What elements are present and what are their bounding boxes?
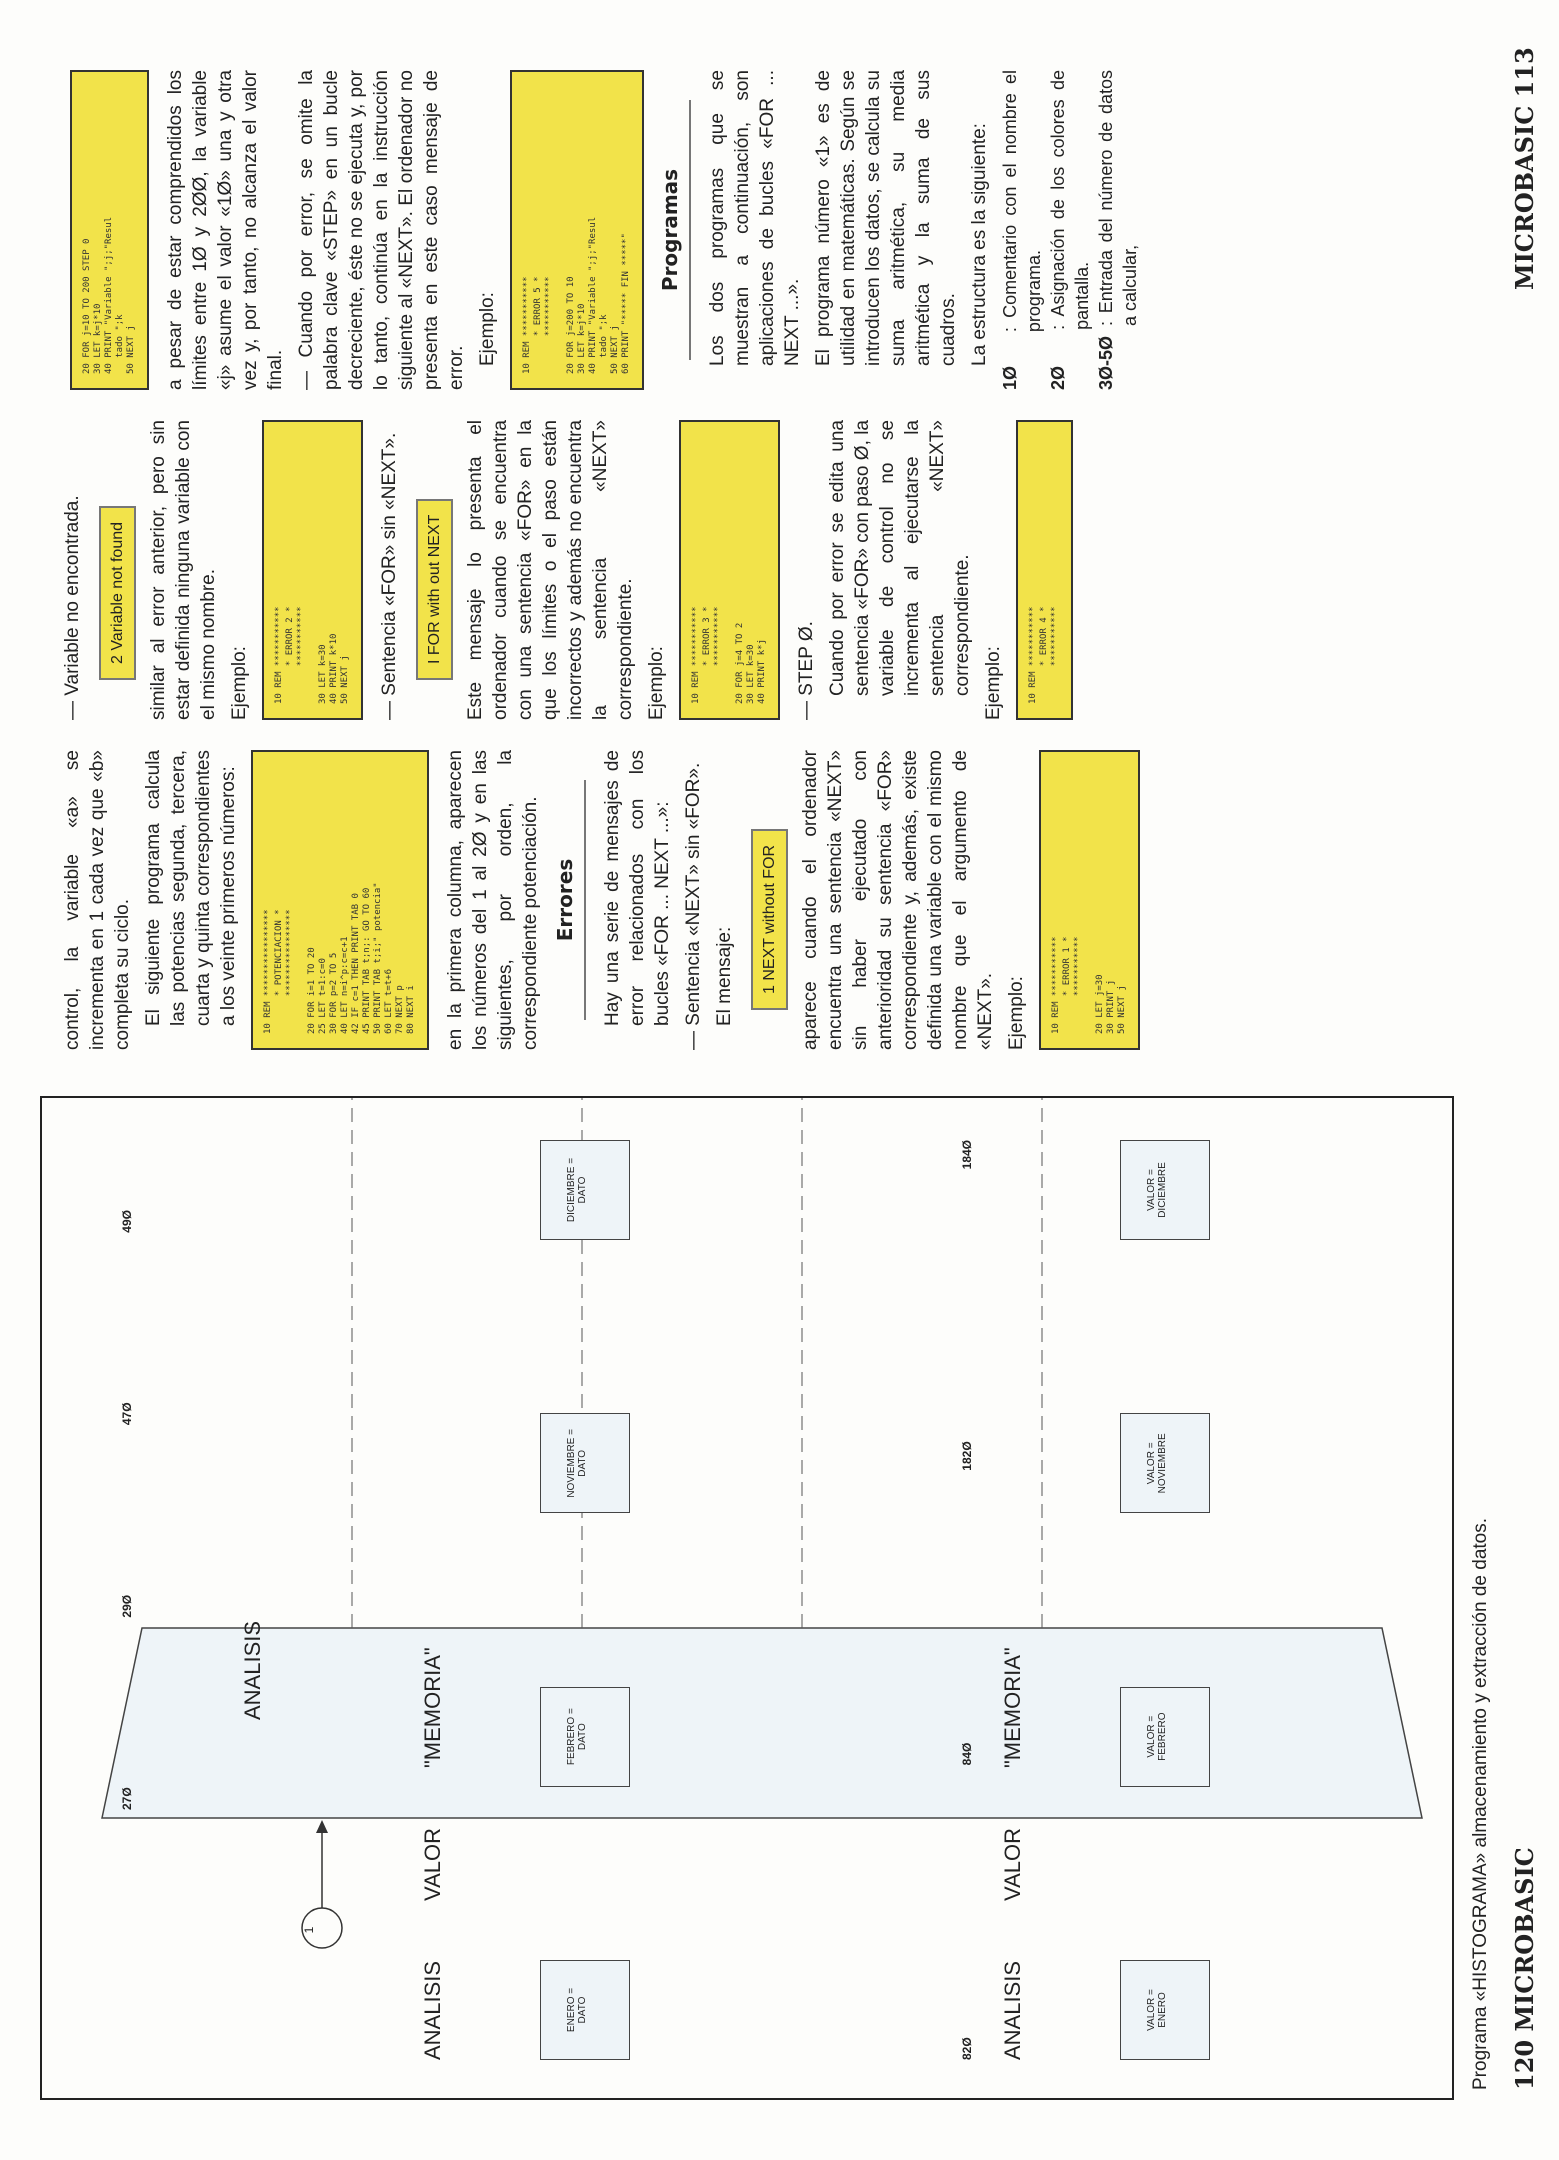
line-number: 182Ø: [960, 1441, 974, 1471]
example-label: Ejemplo:: [646, 646, 667, 720]
paragraph: El siguiente programa calcula las potenc…: [143, 750, 239, 1026]
example-label: Ejemplo:: [1006, 976, 1027, 1050]
connector-in-top: 1: [302, 1926, 316, 1934]
histograma-flowchart: [101, 1098, 1423, 1949]
line-number: 47Ø: [120, 1402, 134, 1426]
label-valor: VALOR: [1000, 1828, 1025, 1901]
running-head: MICROBASIC: [1510, 105, 1539, 290]
example-label: Ejemplo:: [477, 292, 498, 366]
input-block-bottom-labels: ANALISIS VALOR "MEMORIA": [1000, 1140, 1026, 2060]
left-page-footer: 120 MICROBASIC: [1510, 1847, 1539, 2090]
code-listing-potenciacion: 10 REM **************** * POTENCIACION *…: [251, 750, 429, 1050]
paragraph: Este mensaje lo presenta el ordenador cu…: [465, 420, 636, 720]
list-item: — Cuando por error, se omite la palabra …: [296, 70, 467, 390]
section-heading-programas: Programas: [658, 100, 691, 360]
right-col-2: — Variable no encontrada. 2 Variable not…: [60, 420, 1087, 720]
code-listing-error3: 10 REM *********** * ERROR 3 * *********…: [679, 420, 780, 720]
paragraph: a pesar de estar comprendidos los límite…: [165, 70, 286, 390]
right-col-1: control, la variable «a» se incrementa e…: [60, 750, 1154, 1050]
list-item: — Sentencia «FOR» sin «NEXT».: [379, 432, 400, 720]
flowchart-top: [101, 1098, 1423, 1949]
structure-item: 2Ø: Asignación de los colores de pantall…: [1048, 70, 1092, 390]
code-listing-error1: 10 REM *********** * ERROR 1 * *********…: [1039, 750, 1140, 1050]
error-message-box: I FOR with out NEXT: [416, 498, 453, 680]
box-valor-diciembre: VALOR =DICIEMBRE: [1120, 1140, 1210, 1241]
label-memoria: "MEMORIA": [1000, 1647, 1025, 1768]
paragraph: El mensaje:: [714, 926, 735, 1026]
code-listing-error4: 10 REM *********** * ERROR 4 * *********…: [1016, 420, 1073, 720]
boxes-top: ENERO =DATO FEBRERO =DATO NOVIEMBRE =DAT…: [540, 1140, 630, 2060]
example-label: Ejemplo:: [983, 646, 1004, 720]
line-numbers-top: 27Ø 29Ø 47Ø 49Ø: [120, 1210, 134, 1810]
line-number: 27Ø: [120, 1787, 134, 1810]
paragraph: El programa número «1» es de utilidad en…: [813, 70, 959, 366]
line-number: 49Ø: [120, 1210, 134, 1233]
paragraph: Cuando por error se edita una sentencia …: [827, 420, 973, 696]
box-noviembre: NOVIEMBRE =DATO: [540, 1413, 630, 1514]
line-number: 29Ø: [120, 1594, 134, 1618]
label-analisis: ANALISIS: [420, 1960, 445, 2060]
label-valor: VALOR: [420, 1828, 445, 1901]
list-item: — STEP Ø.: [796, 621, 817, 720]
input-label-analisis: ANALISIS: [240, 1620, 265, 1720]
structure-item: 3Ø-5Ø: Entrada del número de datos a cal…: [1096, 70, 1140, 390]
paragraph: Hay una serie de mensajes de error relac…: [602, 750, 673, 1026]
right-col-3: 20 FOR j=10 TO 200 STEP 0 30 LET k=j*10 …: [60, 70, 1142, 390]
label-analisis: ANALISIS: [1000, 1960, 1025, 2060]
line-number: 84Ø: [960, 1742, 974, 1766]
error-message-box: 2 Variable not found: [99, 505, 136, 680]
list-item: — Variable no encontrada.: [62, 495, 83, 720]
box-valor-febrero: VALOR =FEBRERO: [1120, 1686, 1210, 1787]
code-listing-error5: 10 REM *********** * ERROR 5 * *********…: [510, 70, 644, 390]
box-valor-enero: VALOR =ENERO: [1120, 1960, 1210, 2060]
flowchart-frame: [40, 1096, 1454, 2100]
running-head: MICROBASIC: [1510, 1847, 1539, 2032]
figure-caption: Programa «HISTOGRAMA» almacenamiento y e…: [1470, 1517, 1491, 2090]
structure-item: 1Ø: Comentario con el nombre el programa…: [1000, 70, 1044, 390]
code-listing-step0: 20 FOR j=10 TO 200 STEP 0 30 LET k=j*10 …: [70, 70, 149, 390]
line-number: 184Ø: [960, 1140, 974, 1170]
box-diciembre: DICIEMBRE =DATO: [540, 1140, 630, 1241]
example-label: Ejemplo:: [229, 646, 250, 720]
input-block-top-labels: ANALISIS VALOR "MEMORIA": [420, 1140, 446, 2060]
code-listing-error2: 10 REM *********** * ERROR 2 * *********…: [262, 420, 363, 720]
box-enero: ENERO =DATO: [540, 1960, 630, 2060]
flowchart-labels: 1 ANALISIS: [40, 1100, 1450, 2100]
paragraph: similar al error anterior, pero sin esta…: [148, 420, 219, 720]
section-heading-errores: Errores: [553, 780, 586, 1020]
box-valor-noviembre: VALOR =NOVIEMBRE: [1120, 1413, 1210, 1514]
paragraph: Los dos programas que se muestran a cont…: [707, 70, 803, 366]
flowchart-top-block: 27Ø 29Ø 47Ø 49Ø: [120, 1130, 134, 2070]
boxes-bottom: VALOR =ENERO VALOR =FEBRERO VALOR =NOVIE…: [1120, 1140, 1210, 2060]
paragraph: La estructura es la siguiente:: [969, 123, 990, 366]
line-number: 82Ø: [960, 2037, 974, 2060]
right-page-footer: MICROBASIC 113: [1510, 47, 1539, 290]
list-item: — Sentencia «NEXT» sin «FOR».: [683, 762, 704, 1050]
paragraph: aparece cuando el ordenador encuentra un…: [800, 750, 996, 1050]
label-memoria: "MEMORIA": [420, 1647, 445, 1768]
line-numbers-bottom: 82Ø 84Ø 182Ø 184Ø: [960, 1140, 974, 2060]
page-number: 113: [1510, 47, 1539, 98]
paragraph: control, la variable «a» se incrementa e…: [62, 750, 133, 1050]
page-number: 120: [1510, 2039, 1539, 2090]
paragraph: en la primera columna, aparecen los núme…: [445, 750, 541, 1050]
box-febrero: FEBRERO =DATO: [540, 1686, 630, 1787]
error-message-box: 1 NEXT without FOR: [751, 828, 788, 1010]
